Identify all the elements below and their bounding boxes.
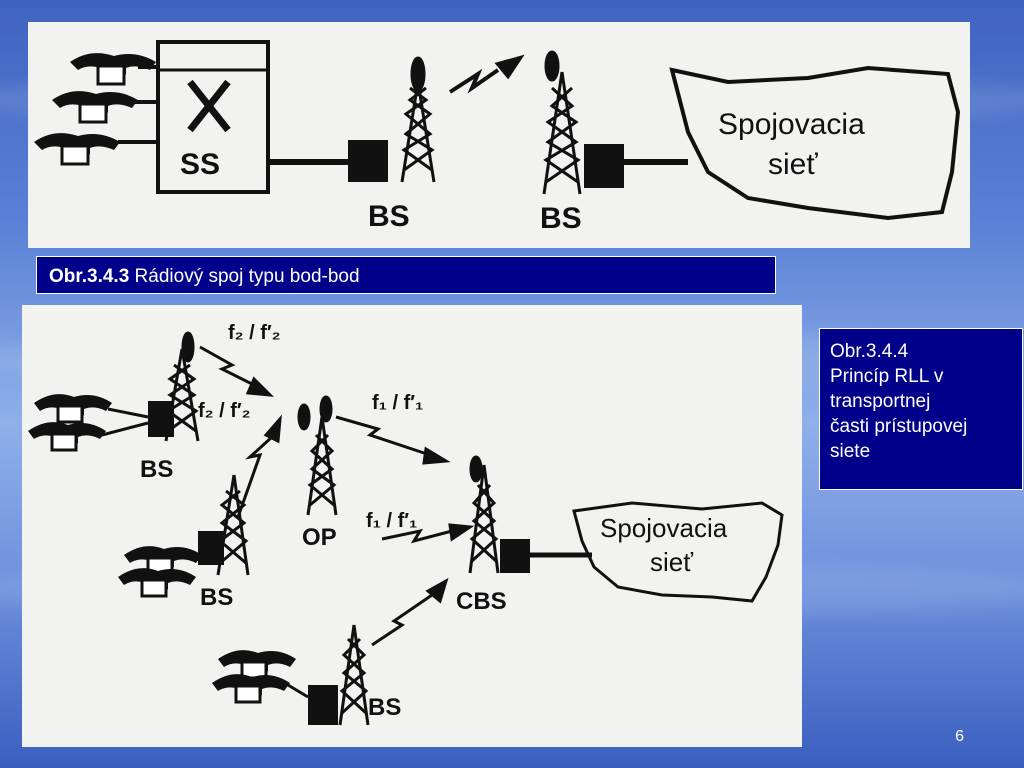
network-label-line2: sieť bbox=[768, 148, 818, 181]
telephone-icon bbox=[34, 133, 120, 166]
switching-system-box bbox=[156, 40, 270, 194]
caption-figure-3-4-4: Obr.3.4.4 Princíp RLL v transportnej čas… bbox=[819, 328, 1023, 490]
bs-unit-right bbox=[584, 144, 624, 188]
radio-link-icon bbox=[371, 577, 449, 647]
antenna-tower-icon bbox=[164, 331, 200, 442]
label-bs-top: BS bbox=[140, 456, 173, 483]
label-bs-mid: BS bbox=[200, 584, 233, 611]
caption2-line5: siete bbox=[830, 441, 871, 462]
antenna-tower-icon bbox=[338, 624, 370, 726]
antenna-tower-icon bbox=[468, 455, 500, 574]
switching-network-cloud bbox=[572, 501, 784, 603]
freq-label-op: f₁ / f′₁ bbox=[372, 392, 423, 414]
freq-label-top: f₂ / f′₂ bbox=[228, 322, 281, 344]
network-label-line2: sieť bbox=[650, 547, 693, 577]
caption2-line4: časti prístupovej bbox=[830, 416, 968, 437]
telephone-icon bbox=[118, 568, 196, 598]
antenna-tower-icon bbox=[400, 56, 436, 183]
figure-point-to-point: SS BS BS Spojovacia sieť bbox=[28, 22, 970, 248]
caption2-line2: Princíp RLL v bbox=[830, 366, 944, 387]
caption-figure-3-4-3: Obr.3.4.3 Rádiový spoj typu bod-bod bbox=[36, 256, 776, 294]
switch-cross-icon bbox=[187, 79, 231, 133]
caption-number: Obr.3.4.3 bbox=[49, 266, 130, 287]
telephone-icon bbox=[52, 91, 138, 124]
telephone-icon bbox=[212, 674, 290, 704]
label-bs-left: BS bbox=[368, 200, 410, 233]
telephone-icon bbox=[70, 53, 156, 86]
freq-label-mid: f₂ / f′₂ bbox=[198, 400, 251, 422]
cbs-unit bbox=[500, 539, 530, 573]
freq-label-cbs: f₁ / f′₁ bbox=[366, 510, 417, 532]
caption-text: Rádiový spoj typu bod-bod bbox=[129, 266, 360, 287]
network-label-line1: Spojovacia bbox=[600, 513, 728, 543]
telephone-icon bbox=[28, 422, 106, 452]
antenna-tower-icon bbox=[297, 395, 338, 516]
antenna-tower-icon bbox=[216, 474, 250, 576]
label-cbs: CBS bbox=[456, 588, 507, 615]
bs-unit-bottom bbox=[308, 685, 338, 725]
switching-network-cloud bbox=[669, 65, 961, 221]
label-bs-bottom: BS bbox=[368, 694, 401, 721]
network-label-line1: Spojovacia bbox=[718, 108, 865, 141]
caption2-line3: transportnej bbox=[830, 391, 931, 412]
radio-link-icon bbox=[381, 523, 475, 544]
label-ss: SS bbox=[180, 148, 220, 181]
radio-link-icon bbox=[199, 345, 274, 397]
label-bs-right: BS bbox=[540, 202, 582, 235]
radio-link-icon bbox=[236, 414, 282, 518]
figure-rll-transport: BS f₂ / f′₂ f₂ / f′₂ OP f₁ / f′₁ BS bbox=[22, 305, 802, 747]
radio-link-icon bbox=[448, 54, 525, 94]
radio-link-icon bbox=[335, 415, 451, 465]
bs-unit-left bbox=[348, 140, 388, 182]
label-op: OP bbox=[302, 524, 337, 551]
page-number: 6 bbox=[955, 728, 964, 745]
antenna-tower-icon bbox=[542, 50, 582, 195]
phone-lines bbox=[118, 65, 158, 144]
telephone-icon bbox=[34, 394, 112, 424]
caption2-line1: Obr.3.4.4 bbox=[830, 341, 909, 362]
